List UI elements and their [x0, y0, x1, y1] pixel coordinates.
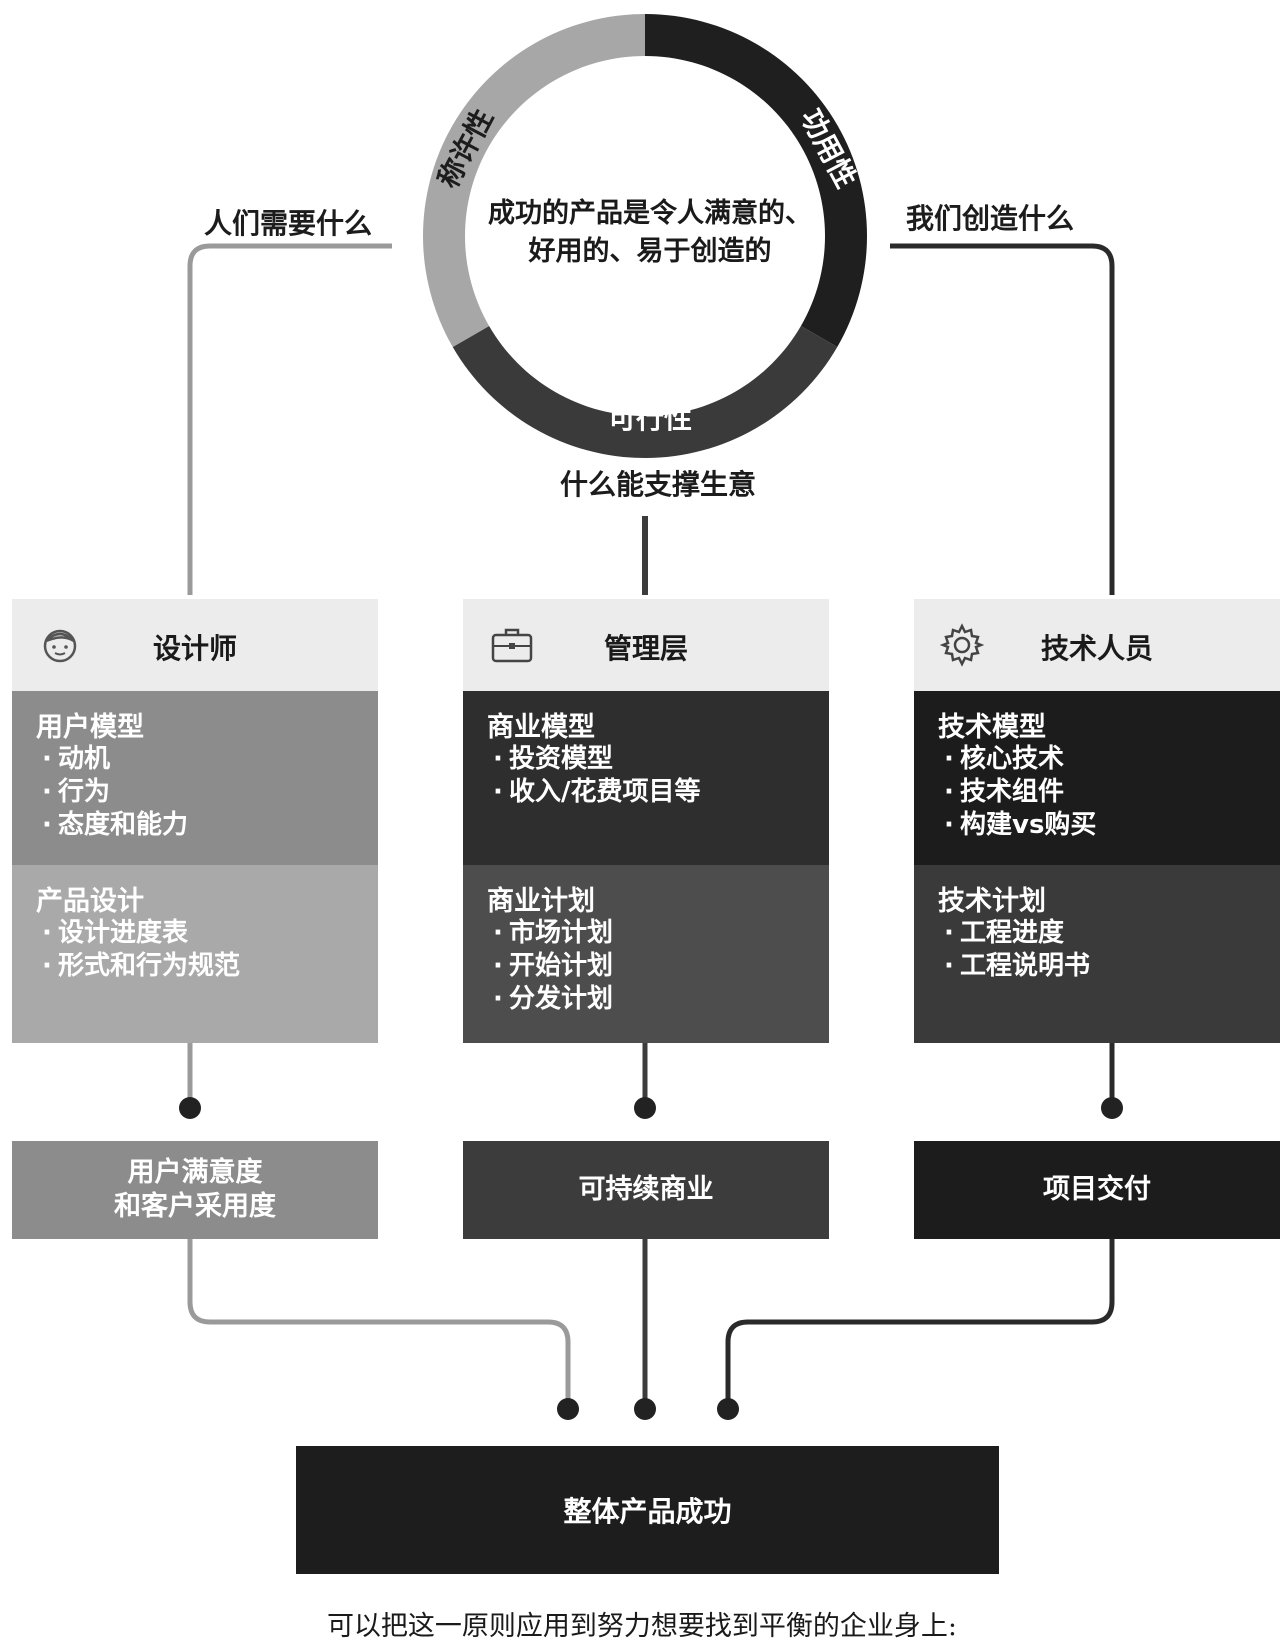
section-title: 技术计划: [938, 886, 1046, 917]
outcome-tech-line-1: 项目交付: [1043, 1174, 1151, 1205]
designer-section-user-model: 用户模型 动机 行为 态度和能力: [12, 691, 378, 865]
dot-final-center: [634, 1398, 656, 1420]
list-item: 开始计划: [487, 950, 613, 983]
list-item: 收入/花费项目等: [487, 776, 701, 809]
list-item: 形式和行为规范: [36, 950, 240, 983]
section-title: 技术模型: [938, 712, 1046, 743]
dot-tech: [1101, 1097, 1123, 1119]
list-item: 工程说明书: [938, 950, 1090, 983]
section-list: 工程进度 工程说明书: [938, 917, 1090, 983]
dot-designer: [179, 1097, 201, 1119]
list-item: 态度和能力: [36, 809, 188, 842]
outcome-tech: 项目交付: [914, 1141, 1280, 1239]
column-tech: 技术人员 技术模型 核心技术 技术组件 构建vs购买 技术计划 工程进度 工程说…: [914, 599, 1280, 1043]
section-list: 投资模型 收入/花费项目等: [487, 743, 701, 809]
ring-segment-desirability: [422, 14, 645, 347]
connector-tech-final: [725, 1239, 1115, 1405]
section-list: 设计进度表 形式和行为规范: [36, 917, 240, 983]
list-item: 设计进度表: [36, 917, 240, 950]
briefcase-icon: [491, 628, 533, 663]
ring-center-text: 成功的产品是令人满意的、 好用的、易于创造的: [470, 195, 830, 271]
section-title: 商业模型: [487, 712, 595, 743]
tech-title: 技术人员: [1040, 632, 1153, 665]
list-item: 分发计划: [487, 983, 613, 1016]
tech-section-tech-model: 技术模型 核心技术 技术组件 构建vs购买: [914, 691, 1280, 865]
list-item: 技术组件: [938, 776, 1096, 809]
connector-dots: [179, 1097, 1123, 1420]
management-section-business-model: 商业模型 投资模型 收入/花费项目等: [463, 691, 829, 865]
section-title: 产品设计: [36, 886, 144, 917]
success-ring: [422, 14, 867, 458]
face-icon: [43, 629, 77, 663]
list-item: 工程进度: [938, 917, 1090, 950]
list-item: 市场计划: [487, 917, 613, 950]
ring-label-viability: 可行性: [608, 402, 692, 435]
list-item: 动机: [36, 743, 188, 776]
section-list: 核心技术 技术组件 构建vs购买: [938, 743, 1096, 842]
management-header: 管理层: [463, 599, 829, 691]
outcome-management: 可持续商业: [463, 1141, 829, 1239]
list-item: 投资模型: [487, 743, 701, 776]
column-designer: 设计师 用户模型 动机 行为 态度和能力 产品设计 设计进度表 形式和行为规范: [12, 599, 378, 1043]
designer-section-product-design: 产品设计 设计进度表 形式和行为规范: [12, 865, 378, 1043]
ring-center-line-2: 好用的、易于创造的: [528, 236, 772, 267]
dot-final-left: [557, 1398, 579, 1420]
question-left: 人们需要什么: [204, 207, 373, 240]
ring-segment-utility: [645, 14, 867, 347]
final-outcome: 整体产品成功: [296, 1446, 999, 1574]
ring-segment-viability: [452, 326, 838, 458]
section-list: 市场计划 开始计划 分发计划: [487, 917, 613, 1016]
outcome-designer-line-2: 和客户采用度: [114, 1191, 276, 1222]
designer-title: 设计师: [152, 632, 237, 665]
tech-header: 技术人员: [914, 599, 1280, 691]
connector-designer-final: [187, 1239, 571, 1405]
management-section-business-plan: 商业计划 市场计划 开始计划 分发计划: [463, 865, 829, 1043]
list-item: 构建vs购买: [938, 809, 1096, 842]
question-bottom: 什么能支撑生意: [560, 468, 757, 501]
ring-center-line-1: 成功的产品是令人满意的、: [488, 198, 812, 229]
section-title: 用户模型: [36, 712, 144, 743]
caption: 可以把这一原则应用到努力想要找到平衡的企业身上:: [326, 1611, 958, 1642]
question-right: 我们创造什么: [906, 202, 1075, 235]
gear-icon: [940, 623, 984, 667]
outcome-management-line-1: 可持续商业: [578, 1174, 714, 1205]
connector-designer-top: [187, 243, 392, 595]
designer-header: 设计师: [12, 599, 378, 691]
section-title: 商业计划: [487, 886, 595, 917]
list-item: 核心技术: [938, 743, 1096, 776]
tech-section-tech-plan: 技术计划 工程进度 工程说明书: [914, 865, 1280, 1043]
connector-lines: [187, 243, 1115, 1405]
outcome-designer-line-1: 用户满意度: [127, 1157, 263, 1188]
dot-final-right: [717, 1398, 739, 1420]
column-management: 管理层 商业模型 投资模型 收入/花费项目等 商业计划 市场计划 开始计划 分发…: [463, 599, 829, 1043]
outcome-designer: 用户满意度 和客户采用度: [12, 1141, 378, 1239]
section-list: 动机 行为 态度和能力: [36, 743, 188, 842]
management-title: 管理层: [603, 632, 688, 665]
list-item: 行为: [36, 776, 188, 809]
dot-management: [634, 1097, 656, 1119]
connector-tech-top: [890, 243, 1115, 595]
